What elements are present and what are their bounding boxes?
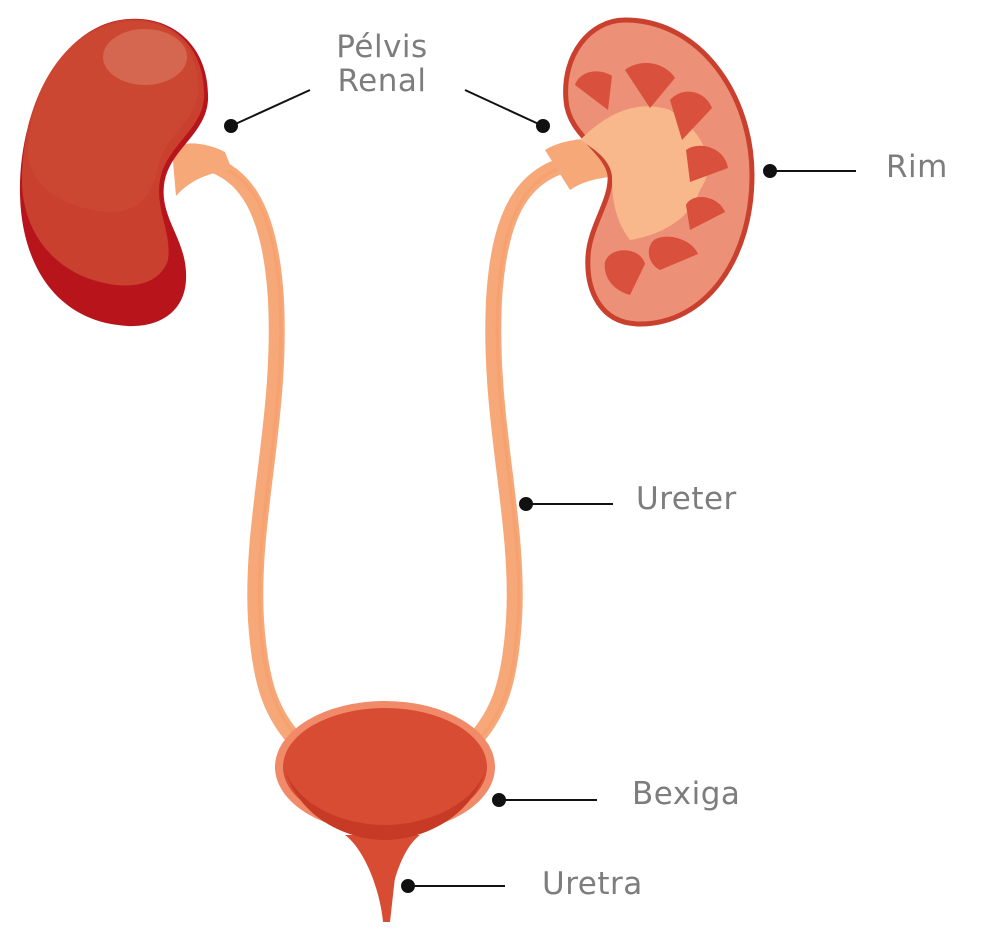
leader-lines bbox=[224, 89, 856, 893]
label-bexiga: Bexiga bbox=[632, 776, 741, 812]
right-kidney-section bbox=[563, 17, 755, 327]
left-ureter bbox=[188, 152, 300, 744]
label-ureter: Ureter bbox=[636, 481, 737, 517]
renal-pyramids bbox=[575, 63, 728, 295]
label-pelvis-line1: Pélvis bbox=[336, 29, 428, 65]
label-uretra: Uretra bbox=[542, 866, 643, 902]
right-ureter bbox=[470, 152, 594, 744]
right-ureter-edge bbox=[480, 158, 591, 737]
left-kidney bbox=[19, 18, 209, 327]
label-rim: Rim bbox=[886, 149, 948, 185]
bladder bbox=[275, 701, 495, 922]
label-pelvis-renal: Pélvis Renal bbox=[322, 30, 442, 98]
label-pelvis-line2: Renal bbox=[337, 63, 427, 100]
left-ureter-edge bbox=[199, 158, 298, 737]
left-renal-pelvis bbox=[172, 143, 232, 196]
